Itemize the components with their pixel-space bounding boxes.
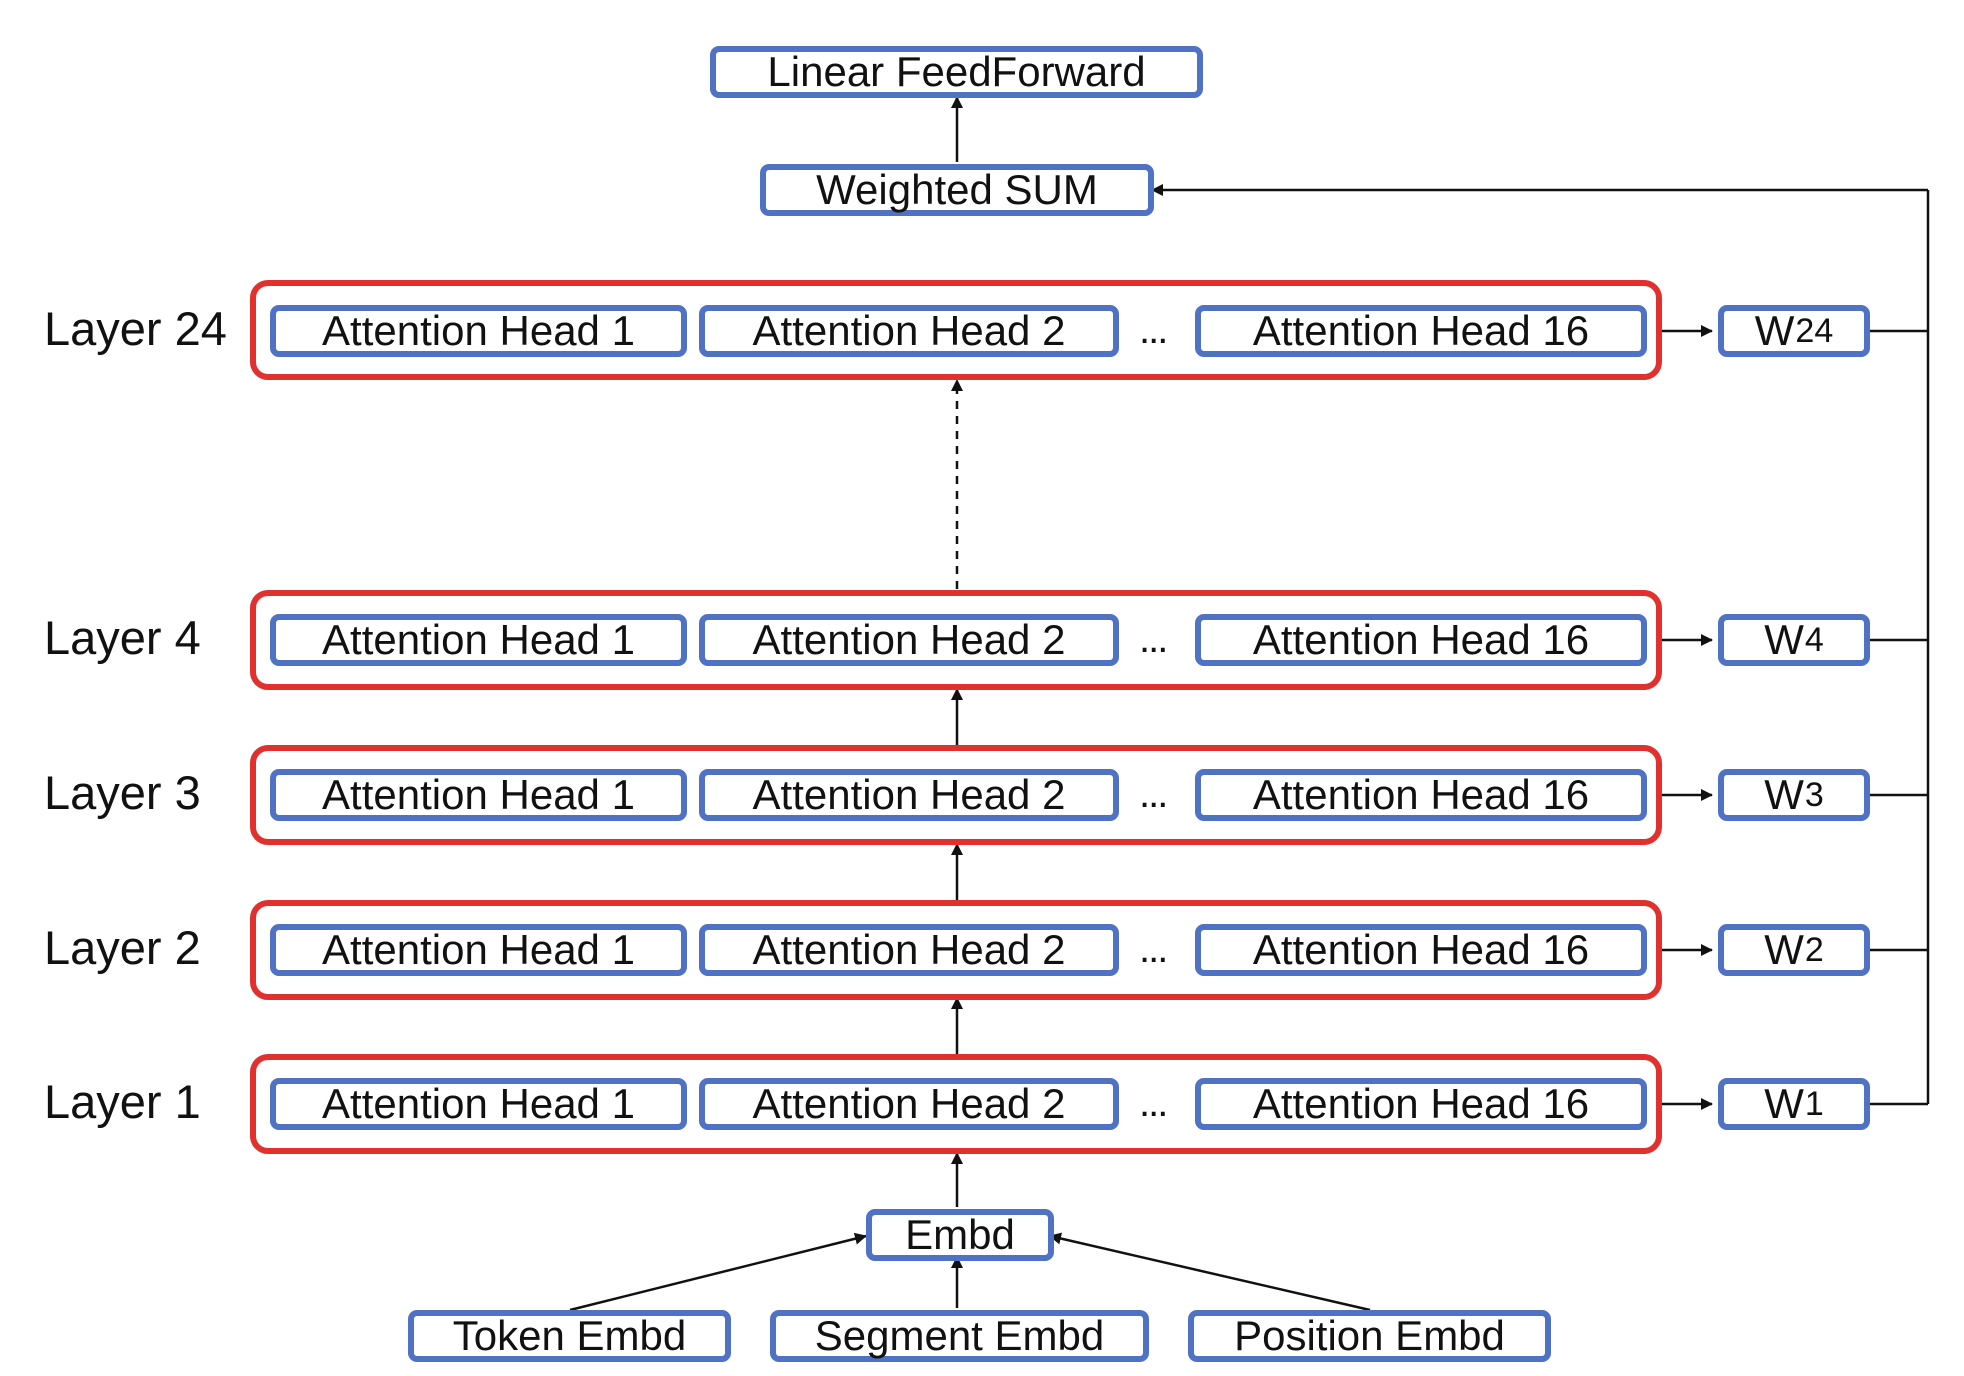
- position-embd-box: Position Embd: [1188, 1310, 1551, 1362]
- attention-head-box: Attention Head 2: [699, 305, 1119, 357]
- weight-main-label: W: [1764, 616, 1804, 663]
- layer-frame: [250, 280, 1662, 380]
- linear-feedforward-label: Linear FeedForward: [767, 48, 1146, 95]
- attention-head-label: Attention Head 16: [1252, 1080, 1590, 1127]
- weight-index-label: 1: [1804, 1085, 1824, 1123]
- layer-label: Layer 1: [44, 1075, 201, 1128]
- attention-head-box: Attention Head 1: [270, 305, 687, 357]
- attention-head-box: Attention Head 1: [270, 1078, 687, 1130]
- attention-head-label: Attention Head 2: [752, 771, 1066, 818]
- attention-head-box: Attention Head 1: [270, 769, 687, 821]
- weight-index-label: 4: [1804, 621, 1824, 659]
- layer-frame: [250, 1054, 1662, 1154]
- attention-head-label: Attention Head 1: [322, 307, 635, 354]
- segment-embd-label: Segment Embd: [814, 1312, 1105, 1359]
- attention-head-box: Attention Head 2: [699, 1078, 1119, 1130]
- heads-ellipsis: ...: [1139, 617, 1168, 661]
- layer-frame: [250, 900, 1662, 1000]
- weight-main-label: W: [1764, 926, 1804, 973]
- attention-head-label: Attention Head 1: [322, 926, 635, 973]
- heads-ellipsis: ...: [1139, 927, 1168, 971]
- weight-main-label: W: [1764, 1080, 1804, 1127]
- weight-main-label: W: [1754, 307, 1795, 354]
- weight-index-label: 3: [1804, 776, 1824, 814]
- embd-box: Embd: [866, 1209, 1054, 1261]
- token-embd-label: Token Embd: [452, 1312, 687, 1359]
- attention-head-box: Attention Head 1: [270, 614, 687, 666]
- attention-head-label: Attention Head 1: [322, 771, 635, 818]
- embd-label: Embd: [905, 1211, 1015, 1258]
- attention-head-box: Attention Head 2: [699, 614, 1119, 666]
- layer-label: Layer 4: [44, 611, 201, 664]
- attention-head-box: Attention Head 2: [699, 769, 1119, 821]
- weight-index-label: 24: [1795, 312, 1834, 350]
- attention-head-box: Attention Head 16: [1195, 769, 1647, 821]
- arrow-token-to-embd: [569, 1232, 867, 1312]
- weighted-sum-label: Weighted SUM: [816, 166, 1098, 213]
- attention-head-label: Attention Head 2: [752, 926, 1066, 973]
- attention-head-label: Attention Head 2: [752, 616, 1066, 663]
- weighted-sum-box: Weighted SUM: [760, 164, 1154, 216]
- attention-head-label: Attention Head 2: [752, 307, 1066, 354]
- attention-head-label: Attention Head 16: [1252, 926, 1590, 973]
- token-embd-box: Token Embd: [408, 1310, 731, 1362]
- attention-head-label: Attention Head 16: [1252, 771, 1590, 818]
- attention-head-box: Attention Head 16: [1195, 305, 1647, 357]
- attention-head-box: Attention Head 16: [1195, 924, 1647, 976]
- layer-label: Layer 3: [44, 766, 201, 819]
- linear-feedforward-box: Linear FeedForward: [710, 46, 1203, 98]
- attention-head-label: Attention Head 16: [1252, 616, 1590, 663]
- segment-embd-box: Segment Embd: [770, 1310, 1149, 1362]
- attention-head-box: Attention Head 2: [699, 924, 1119, 976]
- attention-head-box: Attention Head 16: [1195, 614, 1647, 666]
- heads-ellipsis: ...: [1139, 308, 1168, 352]
- attention-head-label: Attention Head 2: [752, 1080, 1066, 1127]
- position-embd-label: Position Embd: [1234, 1312, 1505, 1359]
- attention-head-label: Attention Head 16: [1252, 307, 1590, 354]
- layer-label: Layer 24: [44, 302, 227, 355]
- heads-ellipsis: ...: [1139, 772, 1168, 816]
- layer-frame: [250, 745, 1662, 845]
- arrow-position-to-embd: [1049, 1232, 1371, 1312]
- weight-index-label: 2: [1804, 931, 1824, 969]
- attention-head-label: Attention Head 1: [322, 616, 635, 663]
- attention-head-box: Attention Head 1: [270, 924, 687, 976]
- heads-ellipsis: ...: [1139, 1081, 1168, 1125]
- weight-main-label: W: [1764, 771, 1804, 818]
- layer-frame: [250, 590, 1662, 690]
- attention-head-label: Attention Head 1: [322, 1080, 635, 1127]
- attention-head-box: Attention Head 16: [1195, 1078, 1647, 1130]
- layer-label: Layer 2: [44, 921, 201, 974]
